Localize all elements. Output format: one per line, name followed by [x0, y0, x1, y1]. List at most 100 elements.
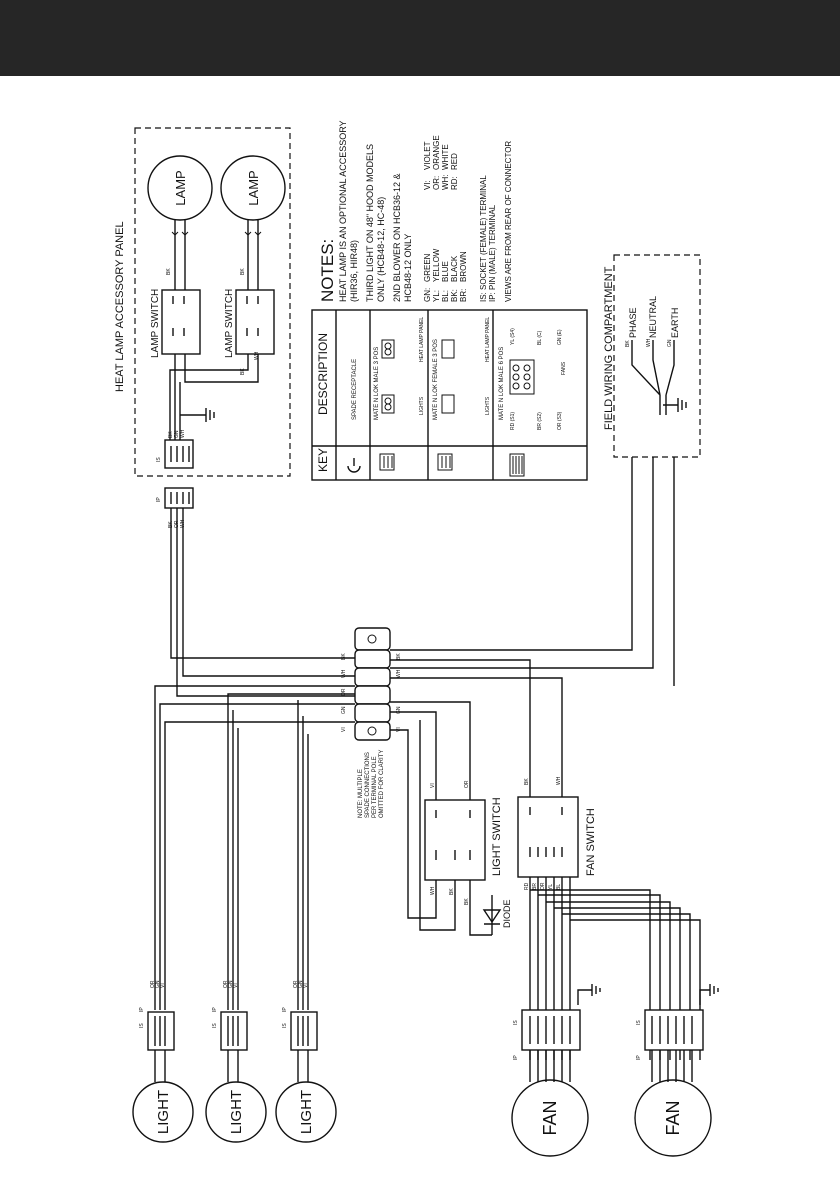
svg-text:BLACK: BLACK — [450, 255, 459, 282]
svg-text:BL: BL — [556, 884, 562, 890]
svg-text:OR: OR — [540, 882, 546, 890]
svg-text:GN: GN — [667, 339, 673, 347]
svg-text:FAN: FAN — [540, 1100, 560, 1135]
svg-text:EARTH: EARTH — [670, 308, 680, 338]
svg-text:BK: BK — [464, 898, 470, 905]
svg-text:IS: IS — [513, 1020, 519, 1025]
svg-text:YL:: YL: — [432, 290, 441, 302]
svg-text:FANS: FANS — [561, 361, 567, 375]
fan-1-connector: IS IP — [513, 1009, 581, 1060]
svg-text:BL:: BL: — [441, 290, 450, 302]
svg-text:FAN SWITCH: FAN SWITCH — [585, 808, 597, 876]
svg-text:BROWN: BROWN — [459, 251, 468, 282]
svg-text:OR (S3): OR (S3) — [557, 411, 563, 430]
svg-text:MATE N LOK MALE 6 POS: MATE N LOK MALE 6 POS — [499, 347, 505, 420]
header-bar — [0, 0, 840, 76]
light-3-connector: IS IP — [282, 1007, 318, 1051]
svg-text:OR: OR — [223, 980, 229, 988]
svg-text:WH:: WH: — [441, 174, 450, 190]
lamp-switch-1: LAMP SWITCH — [150, 289, 201, 358]
svg-text:IP: IP — [139, 1007, 145, 1012]
svg-text:LAMP SWITCH: LAMP SWITCH — [224, 289, 235, 358]
svg-text:SPADE CONNECTIONS: SPADE CONNECTIONS — [365, 752, 371, 818]
svg-text:LIGHT: LIGHT — [298, 1090, 315, 1134]
svg-text:PER TERMINAL POLE: PER TERMINAL POLE — [372, 756, 378, 818]
svg-text:MATE N LOK MALE 3 POS: MATE N LOK MALE 3 POS — [374, 347, 380, 420]
svg-text:GN: GN — [174, 430, 180, 438]
terminal-notes: IS: SOCKET (FEMALE) TERMINAL IP: PIN (MA… — [479, 141, 513, 302]
heat-lamp-panel-title: HEAT LAMP ACCESSORY PANEL — [114, 221, 126, 392]
svg-text:WH: WH — [254, 351, 260, 360]
svg-text:GN:: GN: — [423, 288, 432, 302]
svg-text:VI:: VI: — [423, 180, 432, 190]
svg-text:FAN: FAN — [663, 1100, 683, 1135]
svg-text:BR (S2): BR (S2) — [537, 412, 543, 430]
svg-text:SPADE RECEPTACLE: SPADE RECEPTACLE — [352, 359, 358, 420]
svg-text:NEUTRAL: NEUTRAL — [648, 296, 658, 338]
svg-text:DIODE: DIODE — [502, 899, 512, 928]
lamp-switch-2: LAMP SWITCH — [224, 289, 275, 358]
svg-text:YL: YL — [548, 884, 554, 890]
svg-text:HEAT LAMP PANEL: HEAT LAMP PANEL — [419, 317, 425, 362]
panel-connector-socket: IS BK GN WH — [156, 429, 194, 469]
light-1: LIGHT — [132, 1050, 194, 1143]
svg-text:BK:: BK: — [450, 289, 459, 302]
svg-text:OR: OR — [341, 688, 347, 696]
heat-lamp-1: LAMP — [147, 155, 213, 221]
svg-text:LIGHT: LIGHT — [228, 1090, 245, 1134]
svg-text:BK: BK — [240, 268, 246, 275]
heat-lamp-2: LAMP — [220, 155, 286, 221]
svg-text:BK: BK — [168, 431, 174, 438]
light-2-connector: IS IP — [212, 1007, 248, 1051]
heat-lamp-panel-border — [134, 127, 291, 477]
svg-text:NOTES:: NOTES: — [318, 239, 337, 302]
svg-text:BLUE: BLUE — [441, 261, 450, 282]
svg-text:LIGHTS: LIGHTS — [485, 396, 491, 415]
svg-text:LAMP: LAMP — [173, 170, 188, 205]
svg-text:GN: GN — [396, 706, 402, 714]
svg-text:OR:: OR: — [432, 176, 441, 190]
svg-text:LAMP SWITCH: LAMP SWITCH — [150, 289, 161, 358]
svg-text:WH: WH — [396, 669, 402, 678]
svg-text:BL (C): BL (C) — [537, 330, 543, 345]
diode: DIODE — [469, 895, 512, 936]
svg-text:MATE N LOK FEMALE 3 POS: MATE N LOK FEMALE 3 POS — [433, 339, 439, 420]
svg-text:BK: BK — [524, 778, 530, 785]
svg-text:WH: WH — [556, 776, 562, 785]
svg-text:OR: OR — [150, 980, 156, 988]
svg-text:GN: GN — [298, 980, 304, 988]
svg-text:BK: BK — [240, 368, 246, 375]
svg-text:HCB48-12 ONLY: HCB48-12 ONLY — [403, 234, 413, 302]
light-2: LIGHT — [205, 1050, 267, 1143]
fan-1-motor: FAN — [511, 1050, 589, 1157]
svg-text:2ND BLOWER ON HCB36-12 &: 2ND BLOWER ON HCB36-12 & — [392, 173, 402, 302]
svg-text:GREEN: GREEN — [423, 253, 432, 282]
panel-connector-pin: IP BK OR WH — [156, 487, 194, 528]
svg-text:BK: BK — [341, 653, 347, 660]
svg-text:IP: IP — [513, 1055, 519, 1060]
fan-2-motor: FAN — [634, 1050, 712, 1157]
svg-text:IS: SOCKET (FEMALE) TERMINAL: IS: SOCKET (FEMALE) TERMINAL — [479, 175, 488, 302]
svg-text:IS: IS — [212, 1023, 218, 1028]
key-table: DESCRIPTION KEY SPADE RECEPTACLE MATE N … — [311, 309, 588, 481]
svg-text:IP: IP — [156, 497, 162, 502]
svg-text:IS: IS — [282, 1023, 288, 1028]
svg-text:IS: IS — [156, 457, 162, 462]
svg-text:BK: BK — [449, 888, 455, 895]
svg-text:FIELD WIRING COMPARTMENT: FIELD WIRING COMPARTMENT — [603, 266, 615, 430]
light-1-connector: IS IP — [139, 1007, 175, 1051]
svg-text:RD: RD — [524, 882, 530, 890]
svg-text:THIRD LIGHT ON 48" HOOD MODELS: THIRD LIGHT ON 48" HOOD MODELS — [365, 144, 375, 302]
svg-text:LIGHT: LIGHT — [155, 1090, 172, 1134]
svg-text:RD:: RD: — [450, 176, 459, 190]
svg-text:WH: WH — [646, 338, 652, 347]
svg-text:IP: IP — [636, 1055, 642, 1060]
svg-text:IS: IS — [636, 1020, 642, 1025]
svg-text:YL (S4): YL (S4) — [510, 328, 516, 345]
svg-text:DESCRIPTION: DESCRIPTION — [316, 333, 330, 415]
svg-text:WH: WH — [430, 886, 436, 895]
svg-text:IP: IP — [212, 1007, 218, 1012]
svg-text:RED: RED — [450, 153, 459, 170]
svg-text:NOTE: MULTIPLE: NOTE: MULTIPLE — [358, 769, 364, 818]
